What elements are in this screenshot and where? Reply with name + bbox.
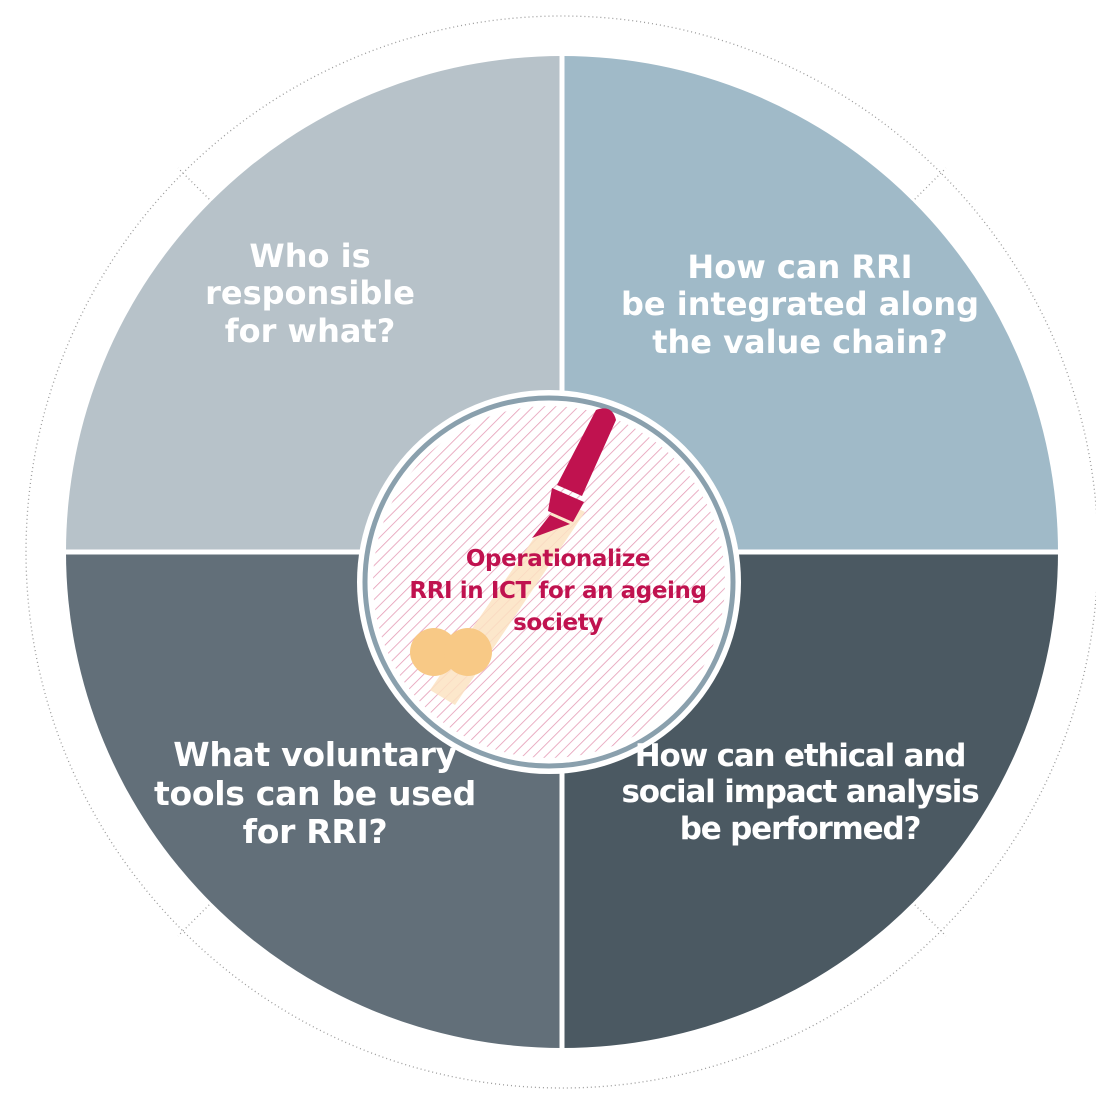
ring-tick-marks bbox=[177, 167, 947, 937]
pen-icon bbox=[410, 408, 616, 705]
quadrant-top-right-text: How can RRI be integrated along the valu… bbox=[620, 248, 980, 361]
center-goal-text: Operationalize RRI in ICT for an ageing … bbox=[409, 546, 707, 637]
center-ring bbox=[362, 395, 736, 769]
quadrant-bottom-right-text: How can ethical and social impact analys… bbox=[621, 738, 980, 847]
quadrant-bottom-left-text: What voluntary tools can be used for RRI… bbox=[154, 735, 476, 852]
quadrant-top-left-text: Who is responsible for what? bbox=[205, 237, 415, 350]
